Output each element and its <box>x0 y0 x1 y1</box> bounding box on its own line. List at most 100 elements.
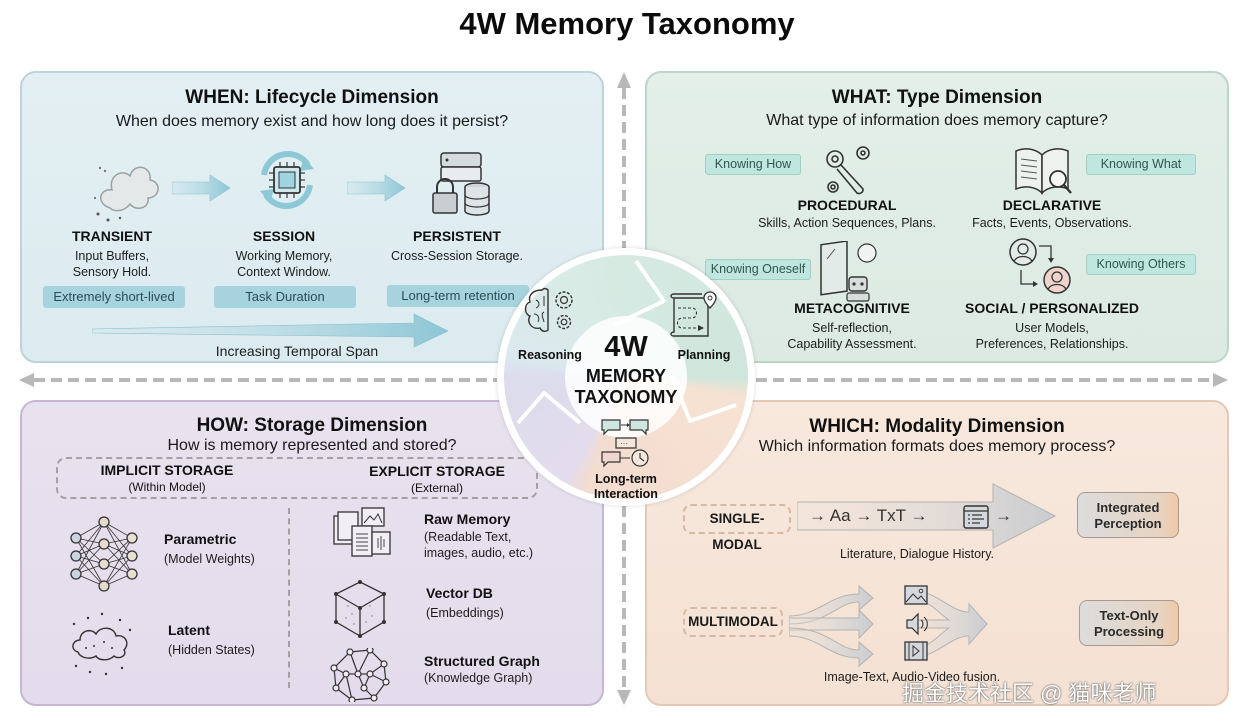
document-list-icon <box>963 505 989 529</box>
smoke-cloud-icon <box>94 166 159 222</box>
implicit-storage-title: IMPLICIT STORAGE <box>100 462 234 478</box>
how-title: HOW: Storage Dimension <box>196 415 428 436</box>
arrow-right-icon: → <box>855 506 873 525</box>
knowing-tag: Knowing Others <box>1086 254 1196 275</box>
flow-token-txt: TxT <box>876 506 906 525</box>
explicit-storage-sub: (External) <box>410 481 463 495</box>
implicit-storage-sub: (Within Model) <box>128 480 206 494</box>
what-title: WHAT: Type Dimension <box>831 87 1043 108</box>
output-line: Perception <box>1094 516 1162 531</box>
storage-item-name: Structured Graph <box>424 653 540 669</box>
svg-text:···: ··· <box>620 439 628 448</box>
watermark: 掘金技术社区 @ 猫咪老师 <box>902 681 1157 706</box>
arrow-right-icon: → <box>809 506 826 525</box>
flow-arrow-icon <box>347 174 406 202</box>
type-desc: Self-reflection, <box>812 321 892 335</box>
temporal-span-arrow <box>92 313 449 348</box>
explicit-storage-title: EXPLICIT STORAGE <box>369 463 505 479</box>
output-line: Text-Only <box>1099 608 1159 623</box>
stage-desc: Working Memory, <box>235 249 333 263</box>
center-big-label: 4W <box>604 331 648 363</box>
output-line: Processing <box>1093 624 1165 639</box>
type-name: SOCIAL / PERSONALIZED <box>965 300 1139 316</box>
segment-label-long-term: Long-term <box>595 472 657 486</box>
duration-tag: Extremely short-lived <box>43 286 185 308</box>
arrow-head-down <box>617 690 631 705</box>
video-icon <box>904 641 928 661</box>
arrow-head-left <box>19 373 34 387</box>
storage-item-desc: (Embeddings) <box>426 606 504 620</box>
knowledge-graph-icon <box>330 648 390 702</box>
documents-media-icon <box>333 507 391 557</box>
arrow-right-icon: → <box>995 506 1012 525</box>
storage-item-desc: (Hidden States) <box>168 643 255 657</box>
when-panel: WHEN: Lifecycle Dimension When does memo… <box>20 71 604 363</box>
when-title: WHEN: Lifecycle Dimension <box>185 87 439 108</box>
neural-network-icon <box>70 516 138 592</box>
storage-item-desc: (Readable Text, <box>424 530 512 544</box>
duration-tag: Long-term retention <box>387 285 529 307</box>
stage-name: PERSISTENT <box>413 228 501 244</box>
type-name: PROCEDURAL <box>797 197 897 213</box>
what-panel: WHAT: Type Dimension What type of inform… <box>645 71 1229 363</box>
stage-name: SESSION <box>252 228 316 244</box>
type-desc: User Models, <box>1015 321 1089 335</box>
storage-divider <box>288 508 290 688</box>
storage-item-desc: images, audio, etc.) <box>424 546 534 560</box>
stage-desc: Input Buffers, <box>74 249 150 263</box>
media-icons <box>904 585 928 661</box>
type-desc: Skills, Action Sequences, Plans. <box>758 216 936 230</box>
stage-desc: Cross-Session Storage. <box>390 249 523 263</box>
wrench-gears-icon <box>826 146 870 195</box>
segment-label-planning: Planning <box>677 348 731 362</box>
output-line: Integrated <box>1096 500 1160 515</box>
segment-label-interaction: Interaction <box>594 487 658 501</box>
image-icon <box>904 585 928 605</box>
type-name: DECLARATIVE <box>1002 197 1102 213</box>
which-subtitle: Which information formats does memory pr… <box>758 438 1116 455</box>
flow-arrow-icon <box>172 174 231 202</box>
type-desc: Capability Assessment. <box>787 337 917 351</box>
type-desc: Preferences, Relationships. <box>975 337 1129 351</box>
people-exchange-icon <box>1009 238 1071 294</box>
speaker-icon <box>906 612 928 636</box>
vector-cube-icon <box>334 580 386 638</box>
storage-type-header <box>56 457 538 499</box>
storage-item-name: Parametric <box>164 531 237 547</box>
multimodal-fusion-arrows <box>789 584 988 668</box>
duration-tag: Task Duration <box>214 286 356 308</box>
which-title: WHICH: Modality Dimension <box>809 416 1065 437</box>
temporal-span-label: Increasing Temporal Span <box>215 343 379 359</box>
multimodal-label: MULTIMODAL <box>683 607 783 637</box>
map-route-icon <box>670 291 717 337</box>
type-name: METACOGNITIVE <box>794 300 910 316</box>
type-desc: Facts, Events, Observations. <box>972 216 1132 230</box>
text-only-processing-box: Text-Only Processing <box>1079 600 1179 646</box>
when-subtitle: When does memory exist and how long does… <box>115 113 509 130</box>
robot-mirror-icon <box>820 241 877 302</box>
server-lock-database-icon <box>432 152 490 216</box>
integrated-perception-box: Integrated Perception <box>1077 492 1179 538</box>
book-magnifier-icon <box>1015 148 1072 195</box>
segment-label-reasoning: Reasoning <box>518 348 582 362</box>
chat-clock-icon: ··· <box>601 419 649 468</box>
storage-item-name: Raw Memory <box>424 511 511 527</box>
single-modal-flow: → Aa → TxT → <box>809 506 927 526</box>
center-core <box>565 316 687 438</box>
storage-item-name: Latent <box>168 622 210 638</box>
stage-desc: Context Window. <box>237 265 331 279</box>
multimodal-caption: Image-Text, Audio-Video fusion. <box>823 670 1001 684</box>
page-title: 4W Memory Taxonomy <box>459 6 795 41</box>
arrow-head-up <box>617 72 631 88</box>
center-line-2: TAXONOMY <box>574 387 678 407</box>
storage-item-desc: (Knowledge Graph) <box>424 671 533 685</box>
knowing-tag: Knowing Oneself <box>705 259 811 280</box>
what-subtitle: What type of information does memory cap… <box>766 112 1108 129</box>
storage-item-desc: (Model Weights) <box>164 552 255 566</box>
arrow-head-right <box>1213 373 1228 387</box>
latent-cloud-icon <box>72 612 132 676</box>
brain-gears-icon <box>524 287 573 333</box>
knowing-tag: Knowing What <box>1086 154 1196 175</box>
flow-token-aa: Aa <box>829 506 851 525</box>
